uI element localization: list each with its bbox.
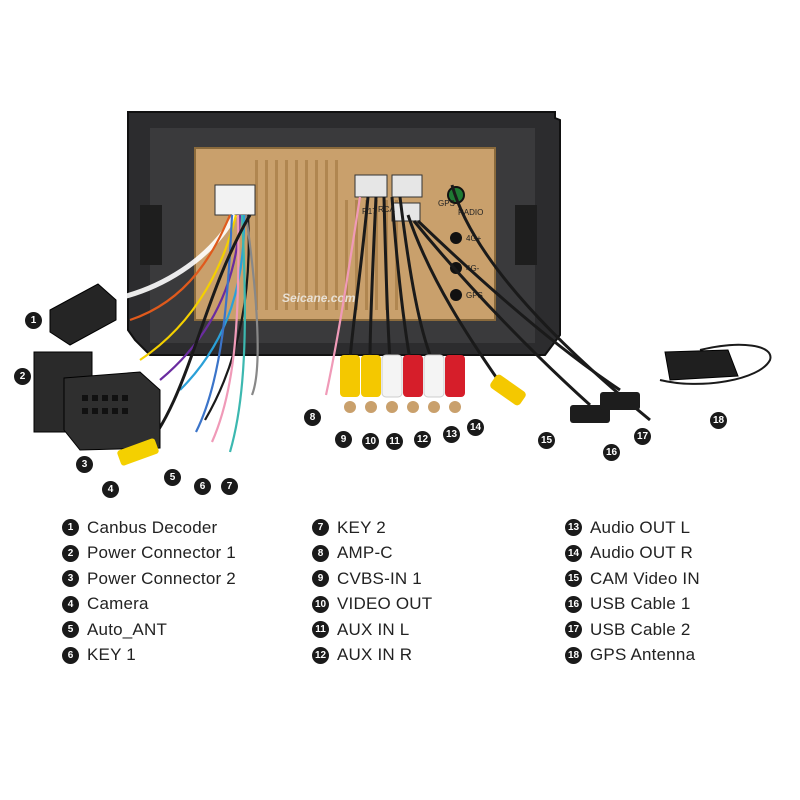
usb-plug-1 (570, 405, 610, 423)
callout-2: 2 (14, 368, 31, 385)
rca-plugs (340, 354, 526, 413)
head-unit-wiring-figure: GPS RADIO 4G+ 4G- GPS RCA R17 Seicane.co… (14, 111, 772, 498)
usb-plug-2 (600, 392, 640, 410)
r17-label: R17 (362, 207, 377, 216)
connector-pins (82, 395, 128, 414)
canbus-decoder-box (49, 283, 117, 346)
callout-6: 6 (194, 478, 211, 495)
callout-15: 15 (538, 432, 555, 449)
callout-1: 1 (25, 312, 42, 329)
callout-12: 12 (414, 431, 431, 448)
callout-4: 4 (102, 481, 119, 498)
callout-16: 16 (603, 444, 620, 461)
callout-18: 18 (710, 412, 727, 429)
callout-3: 3 (76, 456, 93, 473)
wiring-illustration: GPS RADIO 4G+ 4G- GPS RCA R17 Seicane.co… (33, 111, 772, 466)
callout-8: 8 (304, 409, 321, 426)
callout-10: 10 (362, 433, 379, 450)
camera-rca-plug (117, 438, 159, 466)
gps-panel-label: GPS (438, 199, 455, 208)
gps-lower-label: GPS (466, 291, 483, 300)
watermark: Seicane.com (282, 291, 356, 305)
gps-antenna-puck (664, 349, 739, 381)
harness-wires (109, 184, 772, 457)
callout-17: 17 (634, 428, 651, 445)
rca-tag-label: RCA (378, 205, 396, 214)
left-bracket (140, 205, 162, 265)
callout-7: 7 (221, 478, 238, 495)
callout-9: 9 (335, 431, 352, 448)
main-harness-socket (214, 184, 256, 216)
callout-14: 14 (467, 419, 484, 436)
usb-socket (391, 202, 421, 222)
right-bracket (515, 205, 537, 265)
4g-plus-port (450, 232, 462, 244)
gps-port-lower (450, 289, 462, 301)
callout-11: 11 (386, 433, 403, 450)
radio-panel-label: RADIO (458, 208, 483, 217)
rca-socket-a (354, 174, 388, 198)
4g-minus-label: 4G- (466, 264, 480, 273)
4g-plus-label: 4G+ (466, 234, 482, 243)
callout-13: 13 (443, 426, 460, 443)
rca-socket-b (391, 174, 423, 198)
callout-5: 5 (164, 469, 181, 486)
